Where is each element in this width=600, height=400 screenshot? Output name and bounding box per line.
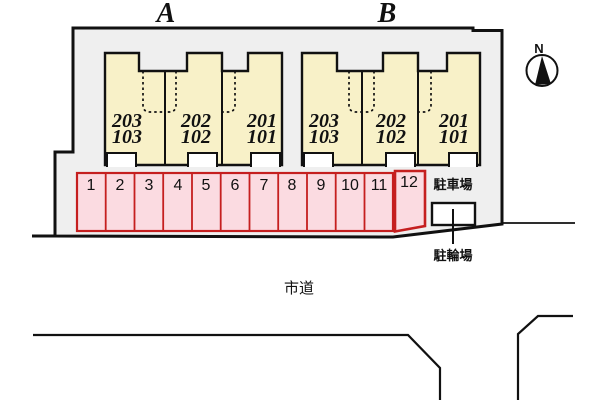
unit-a3-label: 201 101	[240, 110, 284, 148]
parking-lot	[75, 171, 395, 233]
unit-b3-label: 201 101	[432, 110, 476, 148]
road-line-southeast	[516, 314, 573, 400]
road-line-south	[33, 333, 442, 400]
unit-a3-upper: 201	[247, 110, 277, 132]
unit-b2-lower: 102	[376, 126, 406, 148]
unit-b1-upper: 203	[309, 110, 339, 132]
unit-dividers	[164, 71, 419, 165]
parking-space-number-3: 3	[144, 177, 154, 194]
entrance-porches	[106, 152, 478, 167]
compass-needle	[535, 56, 551, 85]
parking-space-number-4: 4	[173, 177, 183, 194]
parking-space-number-10: 10	[341, 177, 359, 194]
parking-space-12	[393, 169, 427, 234]
unit-a2-label: 202 102	[174, 110, 218, 148]
staircase-dashed-lines	[142, 71, 432, 113]
unit-a2-lower: 102	[181, 126, 211, 148]
unit-a1-upper: 203	[112, 110, 142, 132]
compass-icon	[525, 54, 559, 87]
city-road-label: 市道	[283, 280, 314, 297]
building-b	[300, 51, 482, 167]
bicycle-parking-label: 駐輪場	[433, 248, 473, 263]
parking-space-number-5: 5	[201, 177, 211, 194]
building-a	[103, 51, 284, 167]
unit-b1-lower: 103	[309, 126, 339, 148]
compass-north-label: N	[534, 41, 544, 56]
parking-space-number-8: 8	[287, 177, 297, 194]
building-b-label: B	[377, 0, 397, 29]
unit-a2-upper: 202	[181, 110, 211, 132]
unit-b3-lower: 101	[439, 126, 469, 148]
parking-lot-label: 駐車場	[433, 177, 473, 192]
unit-b1-label: 203 103	[302, 110, 346, 148]
parking-space-number-9: 9	[316, 177, 326, 194]
parking-space-number-7: 7	[259, 177, 269, 194]
unit-b2-upper: 202	[376, 110, 406, 132]
parking-space-number-2: 2	[115, 177, 125, 194]
unit-a1-label: 203 103	[105, 110, 149, 148]
unit-b3-upper: 201	[439, 110, 469, 132]
parking-space-number-1: 1	[86, 177, 96, 194]
unit-b2-label: 202 102	[369, 110, 413, 148]
building-a-label: A	[156, 0, 176, 29]
parking-space-number-11: 11	[370, 177, 388, 194]
parking-space-number-6: 6	[230, 177, 240, 194]
parking-space-number-12: 12	[400, 174, 418, 191]
unit-a1-lower: 103	[112, 126, 142, 148]
parking-space-dividers	[104, 173, 366, 231]
unit-a3-lower: 101	[247, 126, 277, 148]
